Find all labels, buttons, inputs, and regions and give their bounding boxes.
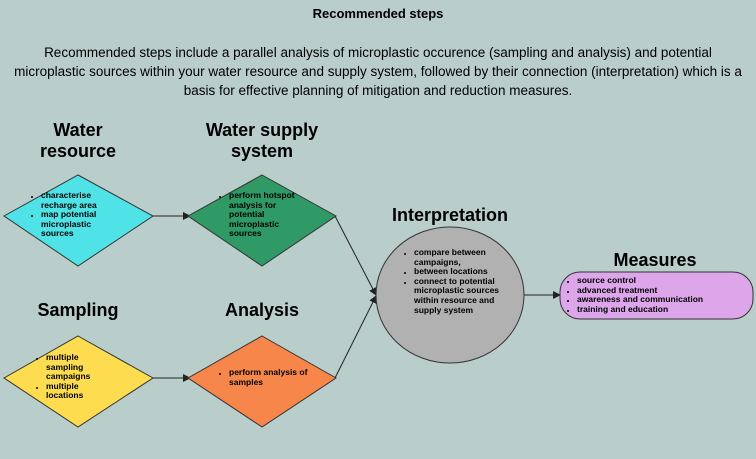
water-supply-steps: perform hotspot analysis for potential m… (220, 190, 314, 239)
measures-steps: source control advanced treatment awaren… (568, 275, 743, 315)
measures-heading: Measures (613, 250, 697, 270)
list-item: characterise recharge area (41, 190, 114, 210)
list-item: compare between campaigns, (414, 247, 505, 267)
analysis-steps: perform analysis of samples (220, 367, 315, 387)
list-item: awareness and communication (577, 295, 743, 305)
list-item: perform hotspot analysis for potential m… (229, 190, 314, 239)
sampling-heading: Sampling (37, 300, 119, 320)
water-resource-steps: characterise recharge area map potential… (32, 190, 114, 239)
intro-text: Recommended steps include a parallel ana… (14, 45, 742, 98)
list-item: perform analysis of samples (229, 367, 315, 387)
analysis-diamond (187, 335, 337, 428)
list-item: source control (577, 275, 743, 286)
analysis-heading: Analysis (224, 300, 300, 320)
arrow-analysis-to-interpretation (334, 295, 377, 379)
interpretation-heading: Interpretation (391, 205, 508, 225)
list-item: training and education (577, 304, 743, 315)
interpretation-steps: compare between campaigns, between locat… (405, 247, 505, 315)
arrow-supply-to-interpretation (334, 215, 377, 296)
list-item: multiple sampling campaigns (46, 352, 117, 382)
list-item: multiple locations (46, 381, 117, 401)
sampling-steps: multiple sampling campaigns multiple loc… (37, 352, 117, 401)
water-supply-heading: Water supply system (205, 120, 319, 161)
water-supply-diamond (187, 174, 337, 267)
list-item: between locations (414, 267, 505, 277)
sampling-diamond (3, 335, 154, 428)
list-item: map potential microplastic sources (41, 209, 114, 239)
list-item: connect to potential microplastic source… (414, 276, 505, 315)
water-resource-diamond (3, 174, 154, 267)
list-item: advanced treatment (577, 285, 743, 296)
page-title: Recommended steps (312, 6, 444, 21)
water-resource-heading: Water resource (39, 120, 117, 161)
measures-pill (559, 271, 754, 320)
interpretation-ellipse (375, 226, 525, 364)
